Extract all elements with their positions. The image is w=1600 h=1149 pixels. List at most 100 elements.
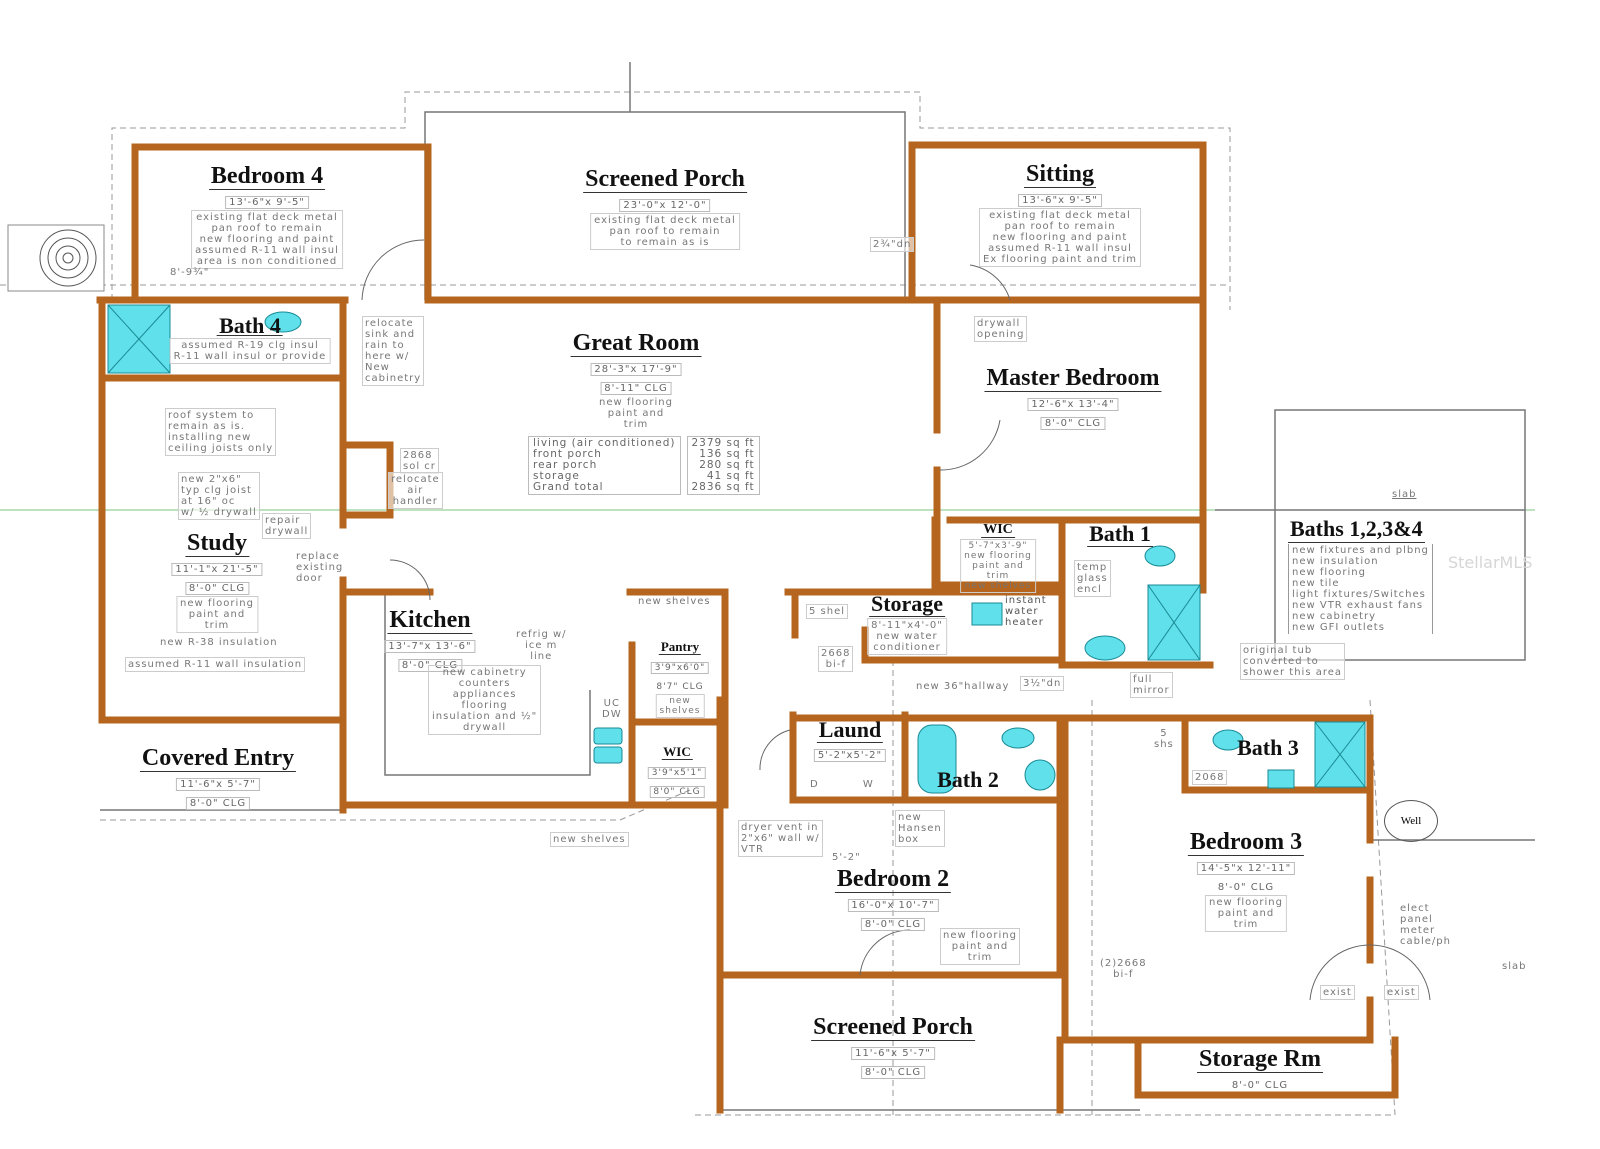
note-line: new water	[876, 631, 938, 642]
step-down-label: 2¾"dn	[870, 237, 915, 252]
room-screened-porch-bottom: Screened Porch 11'-6"x 5'-7" 8'-0" CLG	[811, 1014, 975, 1079]
room-ceiling: 8'7" CLG	[656, 682, 704, 692]
area-value: 2836 sq ft	[691, 481, 755, 493]
room-bedroom-4: Bedroom 4 13'-6"x 9'-5" existing flat de…	[191, 163, 343, 269]
note-line: temp	[1077, 562, 1108, 573]
note-line: elect	[1400, 903, 1430, 914]
room-pantry: Pantry 3'9"x6'0" 8'7" CLG new shelves	[650, 636, 710, 718]
note-line: New	[365, 362, 390, 373]
room-storage: Storage 8'-11"x4'-0" new water condition…	[867, 592, 947, 655]
note-line: glass	[1077, 573, 1108, 584]
note-line: new tile	[1292, 578, 1340, 589]
room-name: Laund	[816, 717, 884, 743]
replace-door-note: replace existing door	[294, 550, 345, 585]
room-name: Screened Porch	[811, 1014, 975, 1041]
note-line: 2868	[403, 450, 433, 461]
dryer-label: D	[810, 779, 819, 790]
dryer-vent-note: dryer vent in 2"x6" wall w/ VTR	[738, 820, 823, 857]
note-line: paint and	[1217, 908, 1275, 919]
sink-icon	[264, 311, 302, 333]
room-notes: 8'-11"x4'-0" new water conditioner	[867, 618, 947, 655]
note-line: drywall	[265, 526, 309, 537]
sink-icon	[1267, 769, 1295, 789]
note-line: existing flat deck metal	[196, 212, 338, 223]
washer-label: W	[862, 779, 874, 790]
note-line: 2668	[821, 648, 851, 659]
slab-label: slab	[1502, 961, 1527, 972]
note-line: counters	[458, 678, 511, 689]
note-line: assumed R-11 wall insul	[988, 243, 1132, 254]
drywall-opening-note: drywall opening	[974, 316, 1028, 342]
room-name: Bedroom 2	[834, 866, 952, 893]
dim-annotation: 8'-9¾"	[170, 267, 210, 278]
kitchen-notes: new cabinetry counters appliances floori…	[428, 665, 542, 735]
note-line: shs	[1154, 739, 1174, 750]
new-shelves-note: new shelves	[638, 596, 711, 607]
room-name: Bath 4	[217, 313, 283, 338]
room-ceiling: 8'-0" CLG	[860, 1066, 926, 1079]
note-line: trim	[623, 419, 649, 430]
room-dims: 11'-6"x 5'-7"	[851, 1047, 935, 1060]
note-line: flooring	[461, 700, 508, 711]
note-line: line	[530, 651, 553, 662]
room-notes: 5'-7"x3'-9" new flooring paint and trim …	[960, 539, 1036, 593]
note-line: new insulation	[1292, 556, 1379, 567]
area-label: rear porch	[533, 459, 598, 471]
baths-note-items: new fixtures and plbng new insulation ne…	[1288, 544, 1433, 634]
room-ceiling: 8'-0" CLG	[1231, 1080, 1289, 1091]
note-line: new cabinetry	[1292, 611, 1377, 622]
area-label: front porch	[533, 448, 602, 460]
note-line: paint and	[188, 609, 246, 620]
note-line: air	[407, 485, 424, 496]
baths-note-title: Baths 1,2,3&4	[1288, 516, 1425, 543]
note-line: full	[1133, 674, 1153, 685]
room-name: Bath 2	[937, 767, 999, 792]
existing-door-label: exist	[1384, 985, 1419, 1000]
shelves-label: 5 shel	[806, 604, 849, 619]
note-line: roof system to	[168, 410, 255, 421]
room-name: Sitting	[1023, 161, 1097, 188]
note-line: conditioner	[873, 642, 941, 653]
note-line: ceiling joists only	[168, 443, 274, 454]
room-kitchen: Kitchen 13'-7"x 13'-6" 8'-0" CLG	[384, 607, 476, 672]
note-line: instant	[1005, 595, 1047, 606]
closet-door-label: (2)2668 bi-f	[1098, 957, 1149, 981]
room-name: Bath 3	[1237, 735, 1299, 760]
relocate-sink-note: relocate sink and rain to here w/ New ca…	[362, 316, 425, 386]
room-sitting: Sitting 13'-6"x 9'-5" existing flat deck…	[979, 161, 1141, 267]
full-mirror-note: full mirror	[1130, 672, 1173, 698]
note-line: mirror	[1133, 685, 1170, 696]
note-line: trim	[1233, 919, 1259, 930]
note-line: opening	[977, 329, 1025, 340]
shelves-label: 5 shs	[1152, 727, 1176, 751]
note-line: dryer vent in	[741, 822, 819, 833]
note-line: paint and	[972, 561, 1024, 571]
room-name: Bath 1	[1087, 521, 1153, 547]
room-bath-3: Bath 3	[1235, 736, 1301, 760]
room-ceiling: 8'0" CLG	[649, 786, 705, 798]
room-name: Screened Porch	[583, 166, 747, 193]
room-name: Pantry	[658, 639, 702, 655]
walls	[96, 141, 1399, 1114]
bath1-notes: temp glass encl	[1074, 560, 1111, 597]
kitchen-sink-icon	[593, 727, 623, 745]
note-line: drywall	[977, 318, 1021, 329]
note-line: new flooring and paint	[992, 232, 1128, 243]
room-bedroom-2: Bedroom 2 16'-0"x 10'-7" 8'-0" CLG	[834, 866, 952, 931]
note-line: encl	[1077, 584, 1102, 595]
note-line: trim	[986, 571, 1010, 581]
note-line: new VTR exhaust fans	[1292, 600, 1424, 611]
room-bath-2: Bath 2	[935, 768, 1001, 792]
room-ceiling: 8'-0" CLG	[860, 918, 926, 931]
note-line: water	[1005, 606, 1039, 617]
new-shelves-note: new shelves	[550, 832, 629, 847]
toilet-icon	[1212, 729, 1244, 751]
room-name: Great Room	[570, 330, 702, 357]
note-line: typ clg joist	[181, 485, 252, 496]
room-dims: 13'-6"x 9'-5"	[225, 196, 309, 209]
refrig-note: refrig w/ ice m line	[514, 628, 569, 663]
sink-icon	[1024, 759, 1056, 791]
room-dims: 28'-3"x 17'-9"	[590, 363, 682, 376]
instant-water-heater-note: instant water heater	[1003, 594, 1049, 629]
r11-note: assumed R-11 wall insulation	[125, 657, 306, 672]
